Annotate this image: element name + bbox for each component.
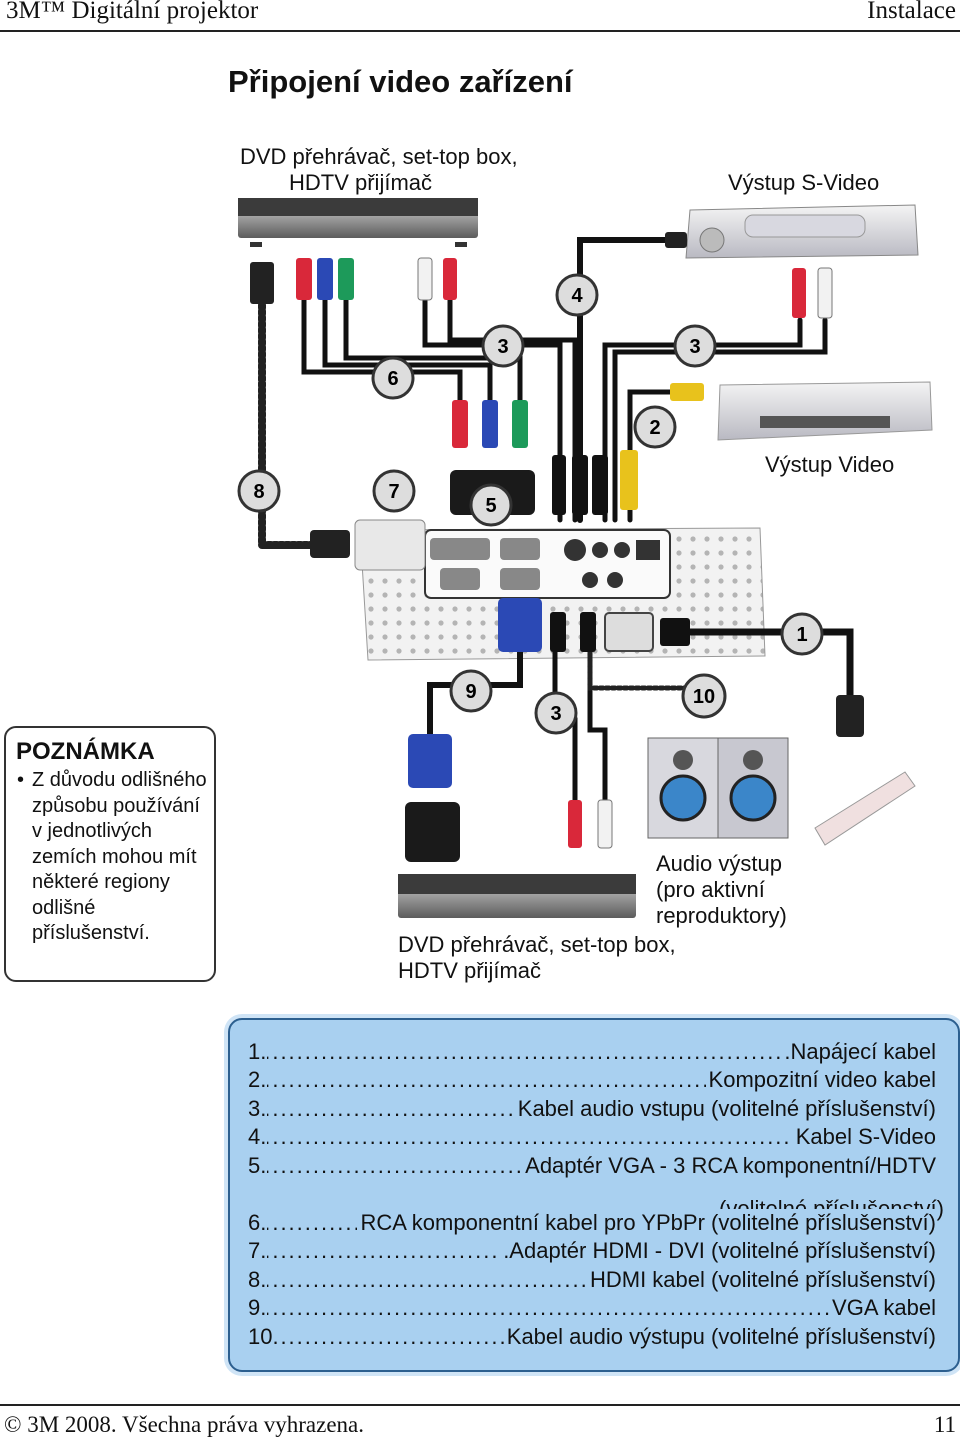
copyright: © 3M 2008. Všechna práva vyhrazena. (4, 1412, 365, 1437)
svg-text:3: 3 (550, 703, 561, 725)
legend-num: 1. (248, 1038, 268, 1066)
legend-row: ........................................… (248, 1209, 936, 1237)
badge-5: 5 (469, 483, 513, 527)
svg-text:10: 10 (693, 686, 715, 708)
legend-text: Adaptér VGA - 3 RCA komponentní/HDTV (522, 1152, 936, 1180)
legend-row: ........................................… (248, 1152, 936, 1180)
badge-3b: 3 (673, 324, 717, 368)
audio-out-label-line1: Audio výstup (656, 851, 782, 876)
legend-row: ........................................… (248, 1237, 936, 1265)
number-badges: 4 6 3 3 2 8 7 5 1 9 3 10 (237, 273, 824, 735)
legend-row: ........................................… (248, 1123, 936, 1151)
legend-text: Kabel audio vstupu (volitelné příslušens… (514, 1095, 936, 1123)
svideo-out-label: Výstup S-Video (728, 170, 880, 195)
note-text: Z důvodu odlišného způsobu používání v j… (32, 769, 207, 944)
note-box: POZNÁMKA • Z důvodu odlišného způsobu po… (4, 726, 216, 982)
svg-text:3: 3 (689, 336, 700, 358)
legend-row: ........................................… (248, 1294, 936, 1322)
legend-num: 5. (248, 1152, 268, 1180)
note-heading: POZNÁMKA (16, 738, 155, 765)
legend-text: .Adaptér HDMI - DVI (volitelné příslušen… (500, 1237, 936, 1265)
svg-text:6: 6 (387, 368, 398, 390)
badge-4: 4 (555, 273, 599, 317)
speakers (647, 737, 789, 839)
audio-out-label-line3: reproduktory) (656, 903, 787, 928)
badge-6: 6 (371, 356, 415, 400)
legend-num: 2. (248, 1066, 268, 1094)
page-title: Připojení video zařízení (228, 64, 573, 99)
video-device (717, 381, 933, 441)
page-header: 3M™ Digitální projektor Instalace (0, 0, 960, 32)
page-number: 11 (933, 1412, 956, 1437)
legend-text: Kabel S-Video (792, 1123, 936, 1151)
legend-row: ........................................… (248, 1323, 936, 1351)
header-section: Instalace (867, 0, 956, 24)
connection-diagram: 4 6 3 3 2 8 7 5 1 9 3 10 (237, 198, 933, 918)
vcr-device (685, 204, 919, 259)
svg-text:5: 5 (485, 495, 496, 517)
badge-1: 1 (780, 612, 824, 656)
video-out-label: Výstup Video (765, 452, 895, 477)
badge-3c: 3 (534, 691, 578, 735)
legend-text: RCA komponentní kabel pro YPbPr (volitel… (357, 1209, 936, 1237)
power-strip (814, 771, 916, 846)
legend-row: ........................................… (248, 1066, 936, 1094)
legend-num: 7. (248, 1237, 268, 1265)
svg-text:3: 3 (497, 336, 508, 358)
legend-num: 8. (248, 1266, 268, 1294)
badge-3a: 3 (481, 324, 525, 368)
legend-num: 3. (248, 1095, 268, 1123)
badge-7: 7 (372, 469, 416, 513)
badge-2: 2 (633, 405, 677, 449)
dvd-top-label-line2: HDTV přijímač (289, 170, 433, 195)
header-product: 3M™ Digitální projektor (6, 0, 259, 24)
badge-9: 9 (449, 669, 493, 713)
dvd-player-top (238, 198, 478, 247)
legend-text: VGA kabel (829, 1294, 936, 1322)
cable-legend: ........................................… (228, 1018, 960, 1372)
svg-text:7: 7 (388, 481, 399, 503)
dvd-bottom-label-line1: DVD přehrávač, set-top box, (398, 932, 676, 957)
page-footer: © 3M 2008. Všechna práva vyhrazena. 11 (0, 1404, 960, 1441)
dvd-bottom-label-line2: HDTV přijímač (398, 958, 542, 983)
legend-num: 10. (248, 1323, 280, 1351)
legend-row: ........................................… (248, 1095, 936, 1123)
svg-text:4: 4 (571, 285, 583, 307)
legend-text: Kompozitní video kabel (705, 1066, 936, 1094)
dvd-top-label-line1: DVD přehrávač, set-top box, (240, 144, 518, 169)
legend-row: ........................................… (248, 1266, 936, 1294)
cables (258, 237, 854, 803)
svg-text:2: 2 (649, 417, 660, 439)
audio-out-label-line2: (pro aktivní (656, 877, 765, 902)
badge-10: 10 (681, 673, 727, 719)
legend-row: ........................................… (248, 1038, 936, 1066)
dvd-player-bottom (398, 874, 636, 918)
svg-text:8: 8 (253, 481, 264, 503)
plugs (250, 232, 864, 862)
legend-text: Kabel audio výstupu (volitelné příslušen… (503, 1323, 936, 1351)
svg-text:1: 1 (796, 624, 807, 646)
badge-8: 8 (237, 469, 281, 513)
legend-num: 6. (248, 1209, 268, 1237)
legend-num: 4. (248, 1123, 268, 1151)
legend-text: .Napájecí kabel (781, 1038, 936, 1066)
note-bullet: • (17, 769, 25, 791)
legend-num: 9. (248, 1294, 268, 1322)
svg-text:9: 9 (465, 681, 476, 703)
legend-text: HDMI kabel (volitelné příslušenství) (586, 1266, 936, 1294)
